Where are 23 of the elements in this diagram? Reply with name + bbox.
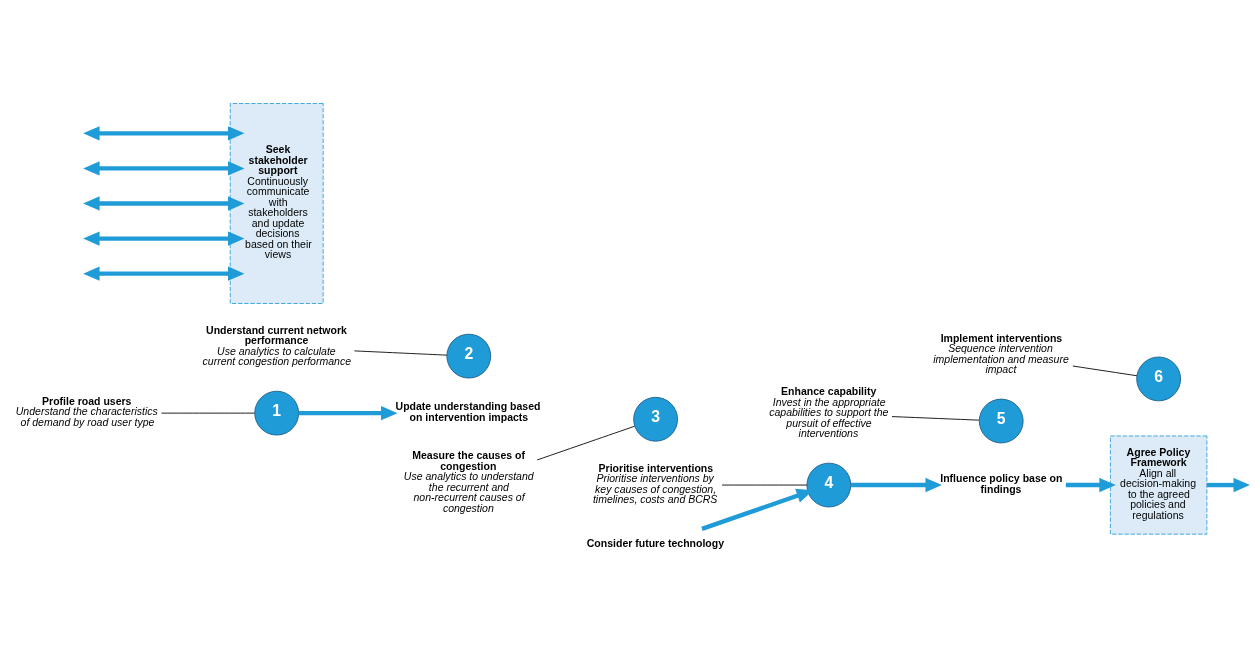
node-text: Update understanding based on intervention impacts [395, 400, 541, 423]
arrow [1065, 477, 1116, 493]
connector [354, 350, 448, 356]
node-text: Prioritise interventions Prioritise interventions by key causes of congestion, timelines, costs and BCRS [592, 461, 718, 506]
node-circle: 1 [254, 390, 300, 436]
node-text: Implement interventions Sequence intervention implementation and measure impact [933, 331, 1069, 376]
node-circle: 4 [806, 462, 852, 508]
connector [536, 425, 635, 461]
connector [1072, 365, 1138, 377]
node-text: Understand current network performance Use analytics to calculate current congestion performance [202, 323, 352, 368]
node-text: Consider future technology [586, 536, 725, 549]
node-circle: 6 [1136, 356, 1181, 402]
node-circle: 5 [978, 398, 1024, 444]
arrow [851, 477, 942, 493]
node-text: Enhance capability Invest in the appropriate capabilities to support the pursuit of effective interventions [769, 385, 889, 440]
arrow [298, 405, 398, 421]
node-text: Profile road users Understand the characteristics of demand by road user type [15, 394, 158, 428]
node-circle: 2 [446, 333, 492, 379]
node-box: Agree Policy Framework Align all decision-making to the agreed policies and regulations [1109, 435, 1208, 535]
node-text: Measure the causes of congestion Use analytics to understand the recurrent and non-recurrent causes of congestion [403, 449, 534, 514]
connector [891, 416, 980, 421]
node-circle: 3 [633, 396, 678, 442]
node-text: Influence policy base on findings [940, 472, 1063, 495]
